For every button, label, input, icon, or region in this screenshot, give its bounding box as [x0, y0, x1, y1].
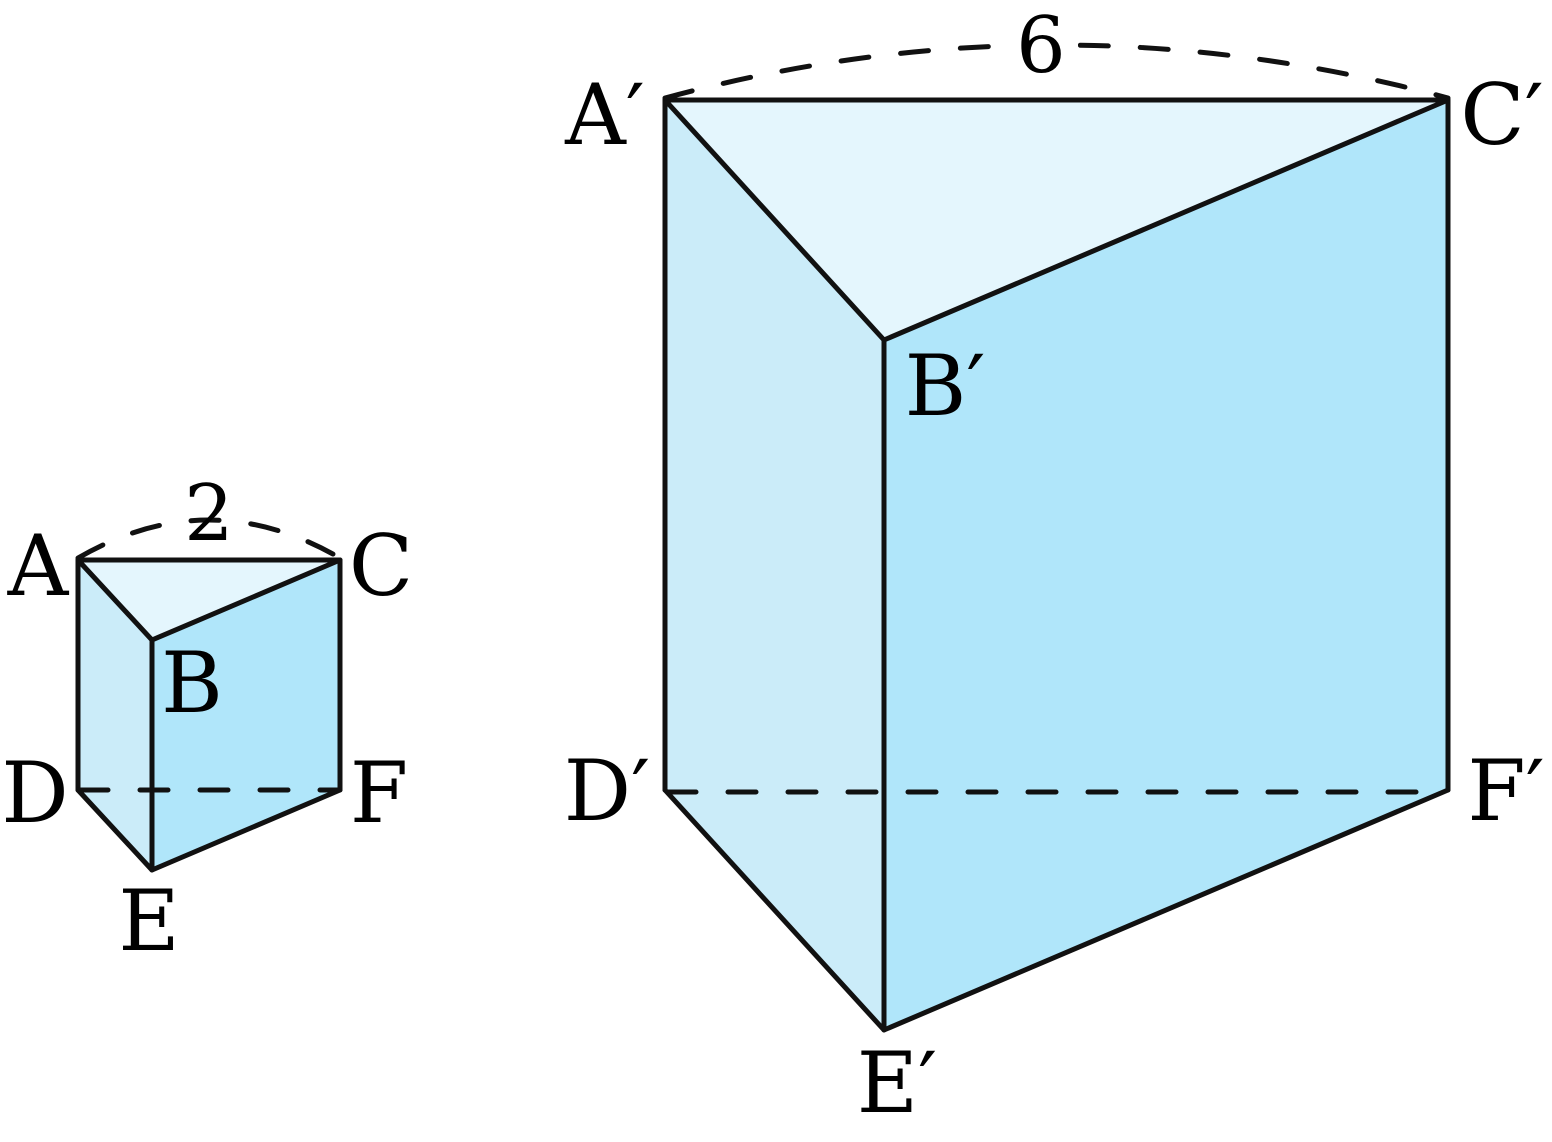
- large-edge-length: 6: [1016, 1, 1066, 91]
- large-label-c: C′: [1460, 66, 1543, 164]
- large-label-a: A′: [564, 66, 645, 164]
- large-right-face: [884, 100, 1448, 1030]
- large-label-b: B′: [905, 337, 986, 435]
- large-left-face: [665, 100, 884, 1030]
- small-label-c: C: [349, 517, 413, 615]
- small-bottom-edges: [75, 787, 343, 873]
- small-label-f: F: [350, 744, 408, 842]
- small-measure-arc: [75, 517, 343, 561]
- small-top-face: [78, 560, 340, 640]
- large-prism: 6 A′ B′ C′ D′ E′ F′: [564, 1, 1545, 1132]
- large-top-edges: [662, 97, 1451, 343]
- large-label-e: E′: [857, 1034, 937, 1132]
- small-label-d: D: [1, 744, 68, 842]
- large-bottom-edges: [662, 787, 1451, 1033]
- large-measure-label-gap: [1008, 10, 1078, 82]
- small-edge-length: 2: [184, 469, 234, 559]
- small-right-face: [152, 560, 340, 870]
- large-measure-arc: [662, 42, 1451, 101]
- small-prism: 2 A B C D E F: [1, 469, 413, 970]
- large-label-d: D′: [564, 742, 650, 840]
- large-label-f: F′: [1467, 742, 1544, 840]
- small-top-edges: [75, 557, 343, 643]
- small-label-e: E: [118, 872, 179, 970]
- small-label-b: B: [161, 634, 223, 732]
- large-top-face: [665, 100, 1448, 340]
- small-label-a: A: [7, 517, 70, 615]
